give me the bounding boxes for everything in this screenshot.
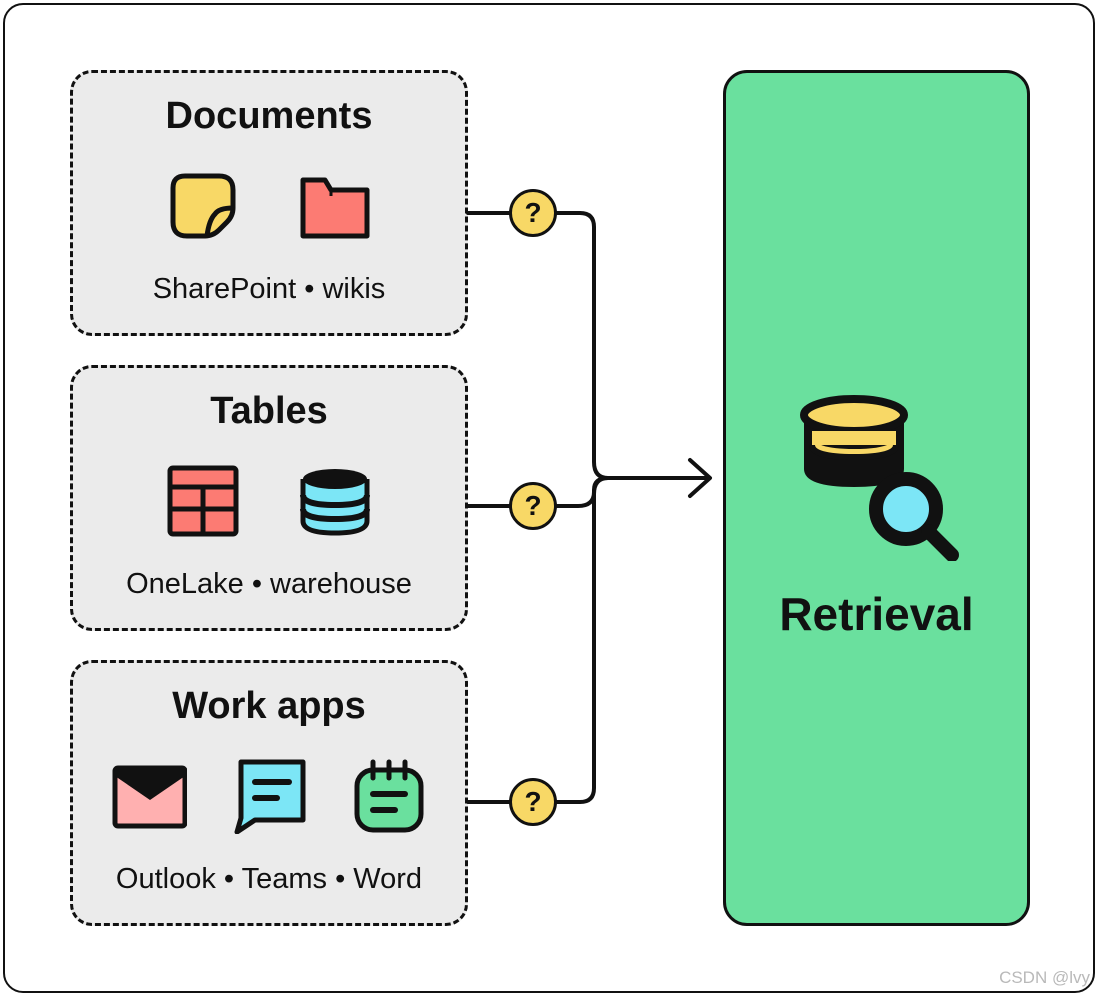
source-title-tables: Tables — [210, 390, 328, 432]
icon-row-work-apps — [73, 758, 465, 834]
source-caption-documents: SharePoint • wikis — [152, 273, 386, 305]
watermark: CSDN @lvy — [999, 968, 1090, 987]
source-box-documents: Documents SharePoint • wikis — [70, 70, 468, 336]
folder-icon — [300, 177, 370, 239]
database-icon — [300, 469, 370, 536]
icon-row-documents — [73, 168, 465, 244]
retrieval-label: Retrieval — [779, 588, 974, 640]
source-box-work-apps: Work apps Outlook • Teams • Word — [70, 660, 468, 926]
icon-row-tables — [73, 463, 465, 539]
source-caption-work-apps: Outlook • Teams • Word — [115, 863, 423, 895]
table-grid-icon — [167, 465, 239, 537]
source-title-documents: Documents — [165, 95, 373, 137]
notebook-icon — [354, 759, 424, 833]
question-badge-documents: ? — [509, 189, 557, 237]
database-search-icon — [800, 395, 959, 561]
question-badge-work-apps: ? — [509, 778, 557, 826]
source-box-tables: Tables OneLake • warehouse — [70, 365, 468, 631]
source-title-work-apps: Work apps — [172, 685, 366, 727]
source-caption-tables: OneLake • warehouse — [126, 568, 412, 600]
mail-icon — [112, 765, 187, 829]
connector-work-apps — [466, 476, 610, 804]
question-badge-tables: ? — [509, 482, 557, 530]
retrieval-box: Retrieval — [723, 70, 1030, 926]
arrow-head-icon — [688, 458, 712, 498]
sticky-note-icon — [170, 173, 236, 239]
chat-bubble-icon — [234, 759, 306, 834]
connector-documents — [466, 211, 610, 480]
